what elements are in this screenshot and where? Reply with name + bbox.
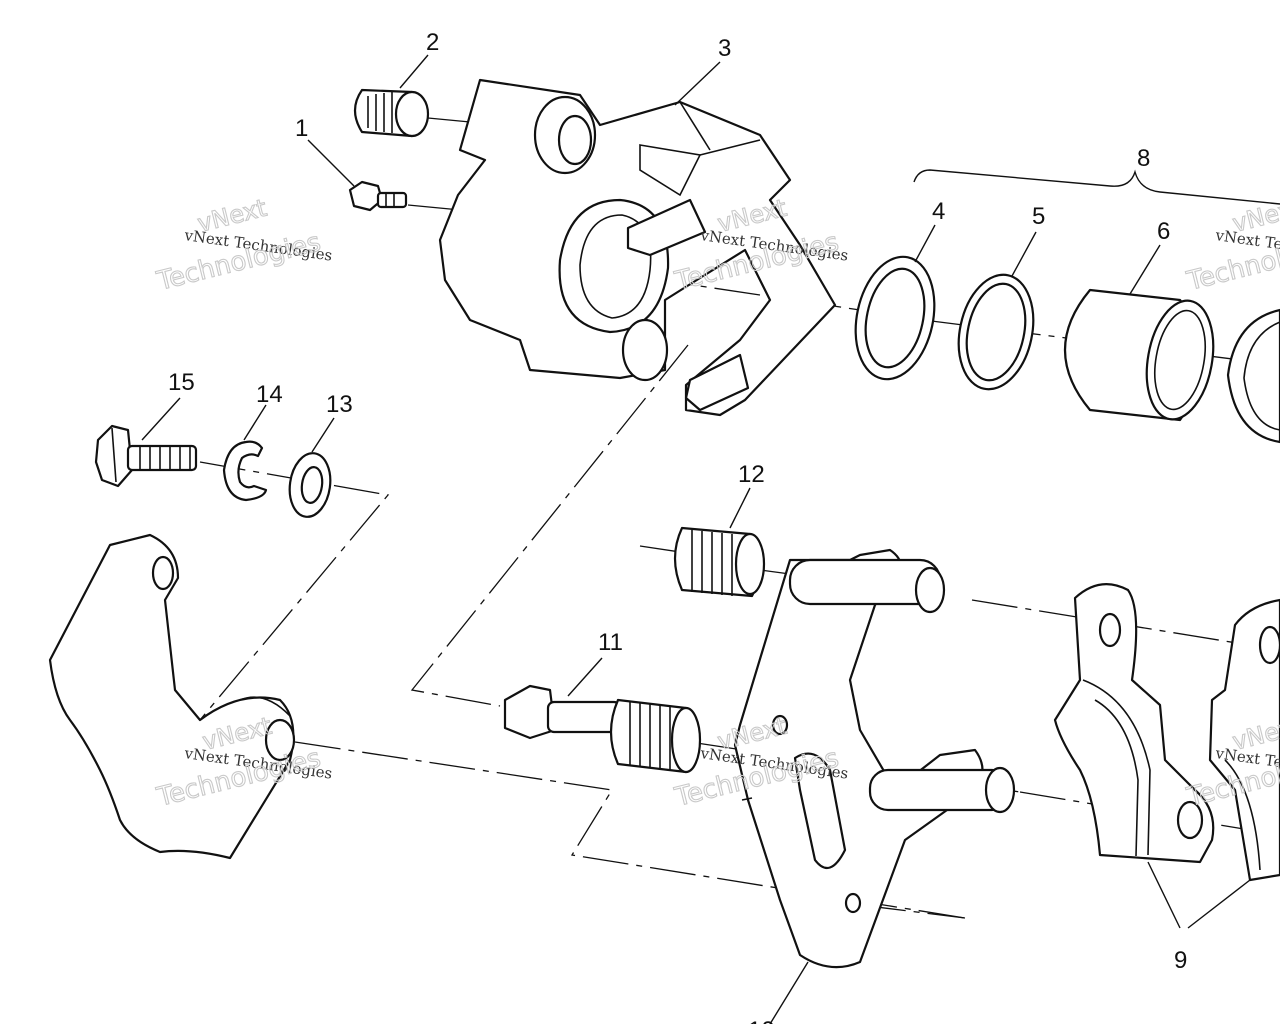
- callout-4: 4: [932, 198, 945, 225]
- callout-5: 5: [1032, 203, 1045, 230]
- brake-pad-outer: [1208, 598, 1280, 882]
- callout-10: 10: [748, 1017, 775, 1024]
- callout-14: 14: [256, 381, 283, 408]
- dust-boot: [353, 88, 430, 138]
- callout-11: 11: [598, 629, 623, 656]
- caliper-body: [438, 78, 837, 417]
- brake-pad-inner: [1053, 582, 1215, 864]
- leader-lines: [141, 54, 1251, 1024]
- callout-13: 13: [326, 391, 353, 418]
- callout-6: 6: [1157, 218, 1170, 245]
- piston: [1064, 288, 1215, 422]
- steering-knuckle: [48, 533, 296, 860]
- callout-15: 15: [168, 369, 195, 396]
- callout-numbers: 1 2 3 8 4 5 6 15 14 13 12 11 9 10: [168, 29, 1187, 1024]
- callout-8: 8: [1137, 145, 1150, 172]
- callout-3: 3: [718, 35, 731, 62]
- piston-partial: [1226, 308, 1280, 444]
- callout-9: 9: [1174, 947, 1187, 974]
- kit-bracket: [913, 169, 1280, 205]
- mounting-bracket: [733, 548, 1016, 969]
- flat-washer: [288, 452, 332, 518]
- callout-12: 12: [738, 461, 765, 488]
- lock-washer: [222, 440, 268, 502]
- mounting-bolt: [94, 424, 198, 488]
- bleeder-valve: [348, 180, 408, 212]
- piston-seal: [854, 255, 936, 381]
- callout-1: 1: [295, 115, 308, 142]
- dust-seal: [957, 273, 1035, 391]
- pin-boot: [673, 526, 766, 598]
- guide-pin: [503, 684, 702, 774]
- callout-2: 2: [426, 29, 439, 56]
